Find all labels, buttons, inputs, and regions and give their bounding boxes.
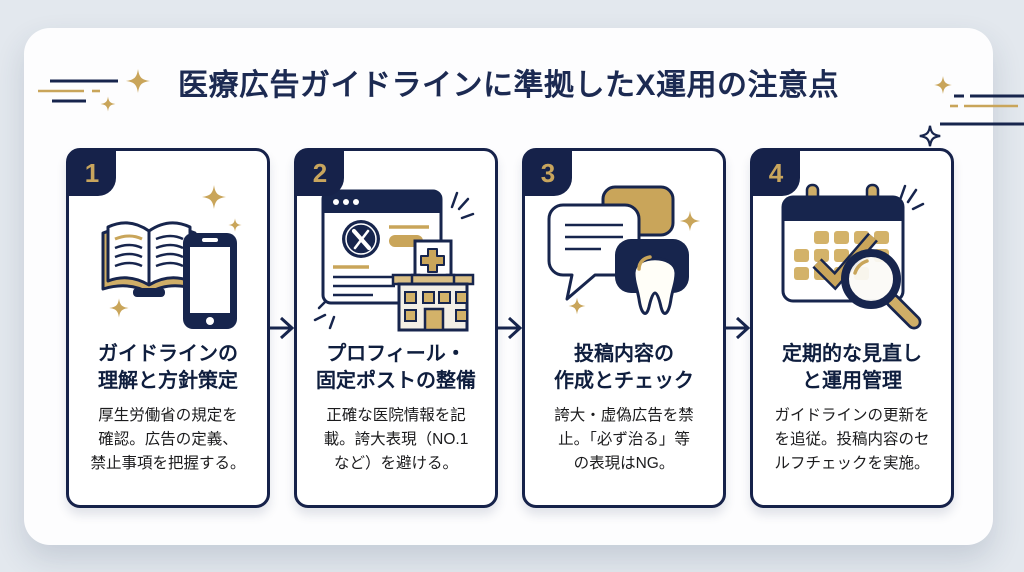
arrow-right-icon [496,148,523,508]
book-and-smartphone-icon [83,181,253,333]
step-4-number: 4 [768,158,784,188]
chat-bubbles-and-tooth-icon [539,181,709,333]
step-card-4: 4 [750,148,954,508]
steps-row: 1 [66,148,954,508]
step-2-title: プロフィール・ 固定ポストの整備 [316,343,476,392]
step-4-title: 定期的な見直し と運用管理 [782,343,922,392]
step-3-title: 投稿内容の 作成とチェック [554,343,694,392]
step-2-number-badge: 2 [296,150,344,196]
step-2-description: 正確な医院情報を記 載。誇大表現（NO.1 など）を避ける。 [323,407,469,473]
step-1-title: ガイドラインの 理解と方針策定 [98,343,238,392]
step-3-number: 3 [540,158,556,188]
step-4-number-badge: 4 [752,150,800,196]
step-card-1: 1 [66,148,270,508]
step-1-description: 厚生労働省の規定を 確認。広告の定義、 禁止事項を把握する。 [90,407,246,473]
step-3-number-badge: 3 [524,150,572,196]
step-1-number-badge: 1 [68,150,116,196]
step-1-number: 1 [84,158,100,188]
x-profile-browser-and-clinic-icon [311,181,481,333]
page-title: 医療広告ガイドラインに準拠したX運用の注意点 [177,69,839,102]
content-panel: 医療広告ガイドラインに準拠したX運用の注意点 1 [24,28,1024,545]
step-card-2: 2 [294,148,498,508]
step-3-description: 誇大・虚偽広告を禁 止。「必ず治る」等 の表現はNG。 [554,407,694,473]
step-2-number: 2 [312,158,328,188]
step-4-description: ガイドラインの更新を を追従。投稿内容のセ ルフチェックを実施。 [774,407,930,473]
arrow-right-icon [724,148,751,508]
arrow-right-icon [268,148,295,508]
calendar-check-and-magnifier-icon [767,181,937,333]
step-card-3: 3 [522,148,726,508]
